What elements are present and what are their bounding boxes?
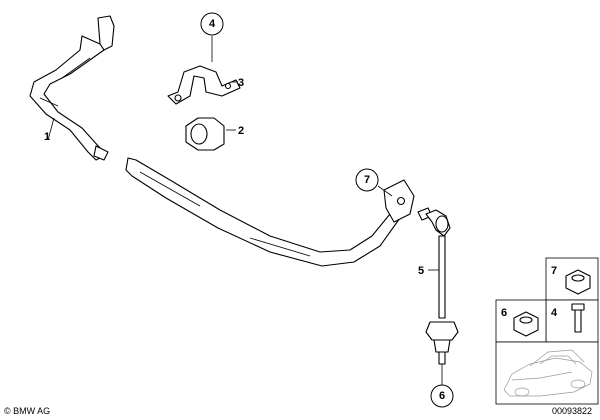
leader-lines — [47, 36, 443, 386]
panel-label-6: 6 — [501, 307, 507, 319]
svg-text:4: 4 — [209, 18, 216, 30]
stabilizer-bar-left — [29, 15, 115, 161]
callout-3: 3 — [238, 77, 244, 89]
bolt-icon — [571, 303, 585, 333]
stabilizer-bar-main — [125, 157, 415, 267]
panel-label-7: 7 — [551, 265, 557, 277]
rubber-mount-part-2 — [185, 117, 225, 151]
copyright-text: © BMW AG — [4, 406, 50, 416]
svg-text:6: 6 — [439, 390, 445, 402]
callout-5: 5 — [418, 265, 424, 277]
small-parts-panel: 7 4 6 — [495, 257, 599, 405]
car-location-icon — [503, 349, 593, 397]
panel-label-4: 4 — [551, 307, 558, 319]
svg-text:7: 7 — [364, 174, 370, 186]
callout-2: 2 — [238, 125, 244, 137]
stabilizer-link-part-5 — [417, 207, 459, 365]
callout-1: 1 — [44, 131, 50, 143]
self-locking-nut-icon — [565, 269, 591, 295]
diagram-id: 00093822 — [552, 406, 592, 416]
callout-circle-6: 6 — [430, 384, 454, 408]
callout-circle-4: 4 — [200, 12, 224, 36]
bracket-part-3 — [167, 65, 241, 105]
callout-circle-7: 7 — [355, 168, 379, 192]
hex-nut-icon — [513, 311, 539, 337]
